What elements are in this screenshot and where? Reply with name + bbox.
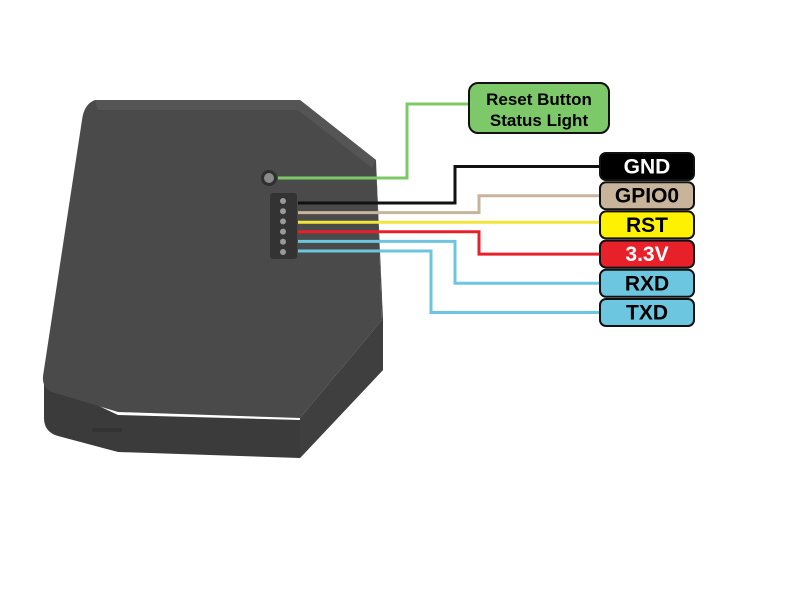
pin-label: RXD [625, 272, 669, 295]
pin-hole [280, 238, 286, 245]
pin-hole [280, 249, 286, 255]
device-body [42, 100, 383, 418]
pin-label: 3.3V [625, 243, 668, 266]
pin-label: GPIO0 [615, 185, 679, 208]
pin-label-box [599, 298, 695, 327]
device-right-facet [300, 160, 383, 458]
pin-hole [280, 228, 286, 235]
reset-callout-box [468, 82, 610, 134]
pin-hole [280, 218, 286, 225]
wire-gpio0 [298, 194, 600, 215]
status-led-inner [264, 173, 274, 183]
callout-line-1: Reset Button [486, 90, 592, 109]
pin-label: GND [624, 156, 671, 179]
wire-33v [298, 230, 600, 256]
callout-line-2: Status Light [490, 111, 589, 130]
wire-rxd [298, 239, 600, 285]
pin-label-box [599, 239, 695, 269]
pin-label: RST [626, 214, 668, 237]
reset-callout: Reset Button Status Light [468, 82, 610, 134]
wire-txd [298, 249, 600, 314]
device [42, 100, 383, 458]
pin-hole [280, 208, 286, 215]
pin-header [270, 193, 297, 259]
device-groove [92, 428, 122, 432]
pin-hole [280, 198, 286, 204]
device-bevel [95, 100, 376, 168]
pin-holes [280, 198, 286, 255]
pin-label-box [599, 210, 695, 240]
wire-gnd [298, 165, 600, 205]
device-bottom-edge [44, 335, 383, 458]
wire-reset-callout [278, 102, 469, 180]
pin-label-box [599, 152, 695, 181]
pin-label-box [599, 181, 695, 211]
pin-label-box [599, 268, 695, 298]
pin-label: TXD [626, 302, 668, 325]
wires [278, 102, 600, 314]
